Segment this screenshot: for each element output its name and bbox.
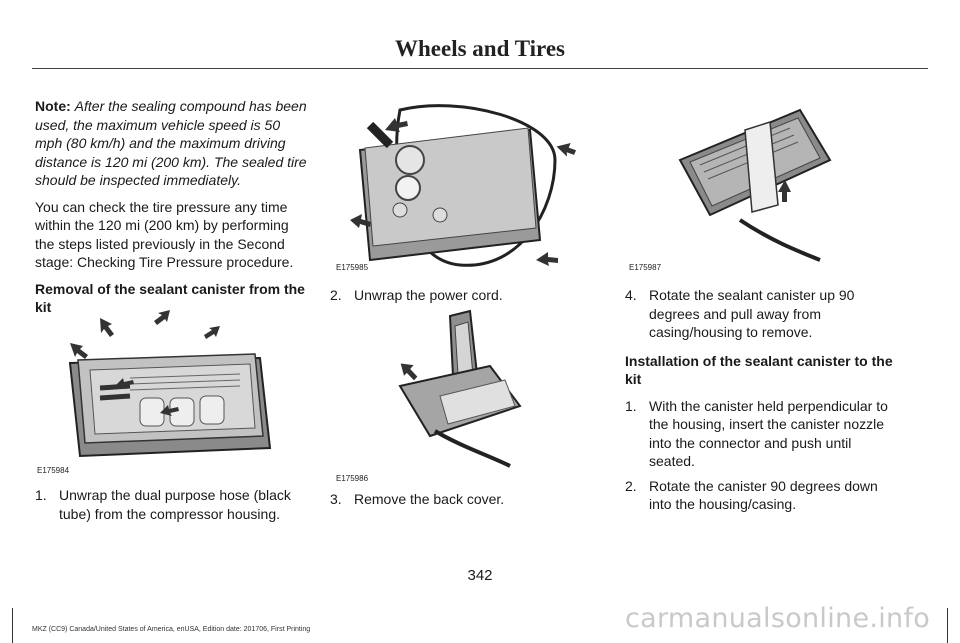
- step-number: 4.: [625, 287, 637, 303]
- step-text: With the canister held perpendicular to …: [649, 397, 888, 470]
- install-step-1: 1. With the canister held perpendicular …: [625, 397, 897, 471]
- figure-id: E175984: [37, 466, 70, 475]
- step-text: Rotate the sealant canister up 90 degree…: [649, 287, 855, 340]
- step-number: 1.: [35, 487, 47, 503]
- figure-id: E175986: [336, 474, 369, 483]
- compressor-illustration: [350, 104, 577, 267]
- canister-removal-illustration: [678, 108, 832, 262]
- crop-mark: [12, 608, 13, 643]
- right-column: 4. Rotate the sealant canister up 90 deg…: [625, 286, 897, 514]
- middle-step-3: 3. Remove the back cover.: [330, 490, 600, 509]
- page-number: 342: [467, 567, 493, 584]
- step-text: Unwrap the power cord.: [354, 287, 503, 303]
- step-text: Remove the back cover.: [354, 491, 505, 507]
- step-number: 1.: [625, 397, 637, 414]
- figure-id: E175987: [629, 263, 662, 272]
- figure-id: E175985: [336, 263, 369, 272]
- step-number: 3.: [330, 491, 342, 507]
- watermark: carmanualsonline.info: [625, 603, 931, 634]
- left-column: Note: After the sealing compound has bee…: [35, 97, 307, 317]
- figure-e175986: [390, 306, 530, 476]
- step-text: Rotate the canister 90 degrees down into…: [649, 477, 878, 513]
- step-2: 2. Unwrap the power cord.: [330, 286, 600, 305]
- page-title: Wheels and Tires: [395, 36, 565, 61]
- step-number: 2.: [625, 477, 637, 494]
- note-label: Note:: [35, 98, 71, 114]
- step-3: 3. Remove the back cover.: [330, 490, 600, 509]
- install-step-2: 2. Rotate the canister 90 degrees down i…: [625, 477, 897, 514]
- figure-e175985: [340, 100, 590, 275]
- installation-heading: Installation of the sealant canister to …: [625, 352, 893, 388]
- middle-step-2: 2. Unwrap the power cord.: [330, 286, 600, 305]
- footer-text: MKZ (CC9) Canada/United States of Americ…: [32, 626, 311, 633]
- step-text: Unwrap the dual purpose hose (black tube…: [59, 487, 291, 522]
- pressure-check-paragraph: You can check the tire pressure any time…: [35, 198, 294, 271]
- back-cover-illustration: [398, 309, 522, 468]
- kit-housing-illustration: [68, 310, 272, 458]
- removal-heading: Removal of the sealant canister from the…: [35, 280, 305, 316]
- title-divider: [32, 68, 928, 69]
- step-number: 2.: [330, 287, 342, 303]
- note-paragraph: Note: After the sealing compound has bee…: [35, 97, 307, 190]
- removal-step-1: 1. Unwrap the dual purpose hose (black t…: [35, 486, 305, 523]
- step-4: 4. Rotate the sealant canister up 90 deg…: [625, 286, 897, 342]
- left-steps: 1. Unwrap the dual purpose hose (black t…: [35, 486, 305, 523]
- figure-e175987: [670, 100, 850, 270]
- figure-e175984: [60, 298, 275, 468]
- crop-mark: [947, 608, 948, 643]
- note-text: After the sealing compound has been used…: [35, 98, 307, 188]
